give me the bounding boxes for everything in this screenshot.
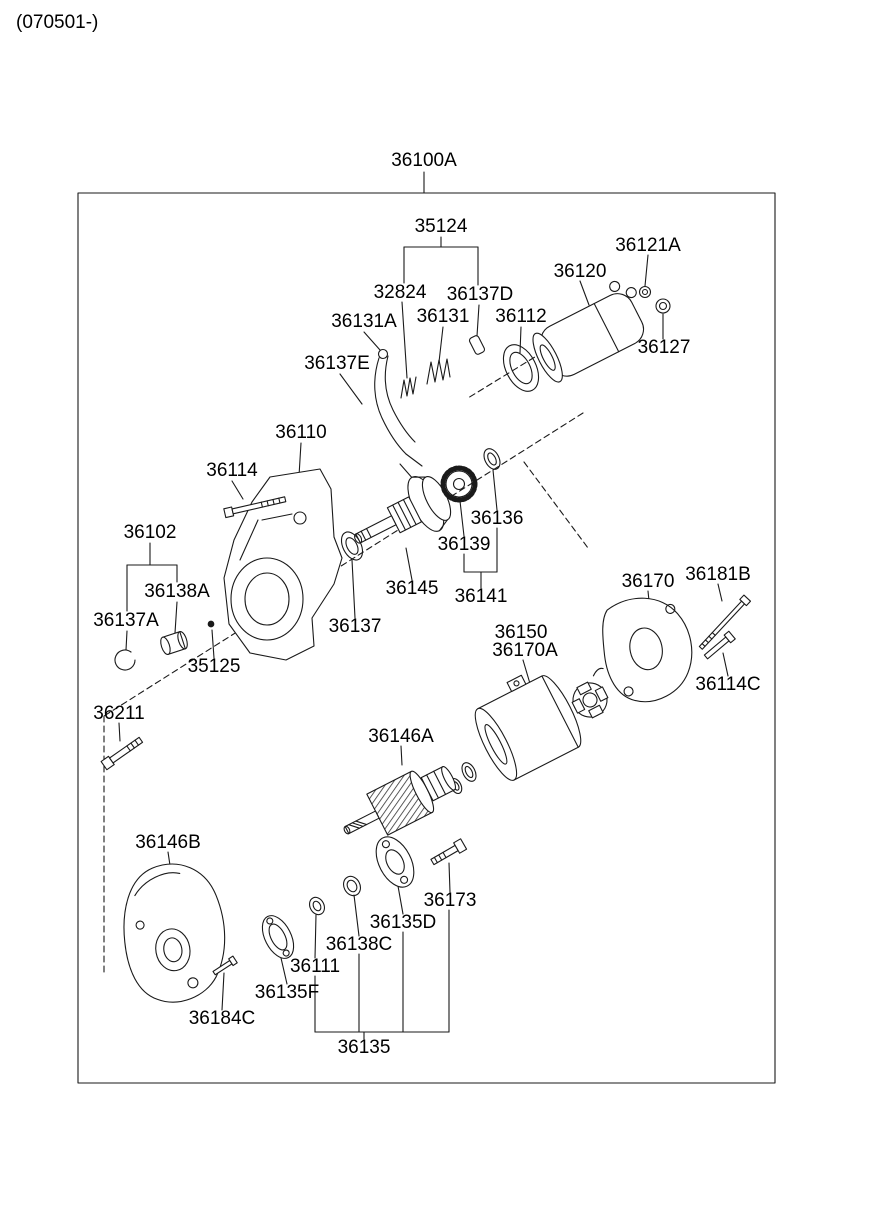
leader-line — [221, 972, 225, 1011]
part-ring-36138c — [342, 875, 362, 897]
leader-line — [448, 862, 451, 893]
part-pin — [207, 620, 215, 628]
leader-line — [401, 301, 408, 379]
part-screw-36184c — [212, 955, 238, 976]
part-solenoid — [532, 280, 645, 383]
parts-box-border — [77, 192, 776, 1084]
leader-line — [459, 500, 465, 537]
part-rear-bracket — [602, 597, 693, 703]
part-clutch-assembly — [354, 475, 452, 544]
part-lever-fork — [374, 348, 423, 481]
part-yoke — [474, 674, 582, 781]
leader-line — [174, 601, 178, 634]
leader-line — [519, 326, 522, 354]
part-end-plate — [375, 836, 415, 888]
leader-line — [722, 652, 729, 677]
model-year-code: (070501-) — [16, 12, 99, 33]
part-clip-36137d — [468, 335, 486, 355]
part-bushing — [160, 631, 188, 655]
axis-dashed-line — [103, 412, 584, 717]
leader-line — [400, 745, 403, 766]
leader-line — [351, 559, 356, 619]
leader-line — [717, 583, 723, 602]
leader-line — [363, 331, 381, 351]
leader-line — [125, 630, 128, 651]
part-spring-32824 — [400, 376, 417, 399]
leader-line — [280, 957, 288, 985]
part-washer-36111 — [308, 896, 326, 916]
leader-line — [644, 254, 649, 287]
part-bolt-36173 — [430, 838, 468, 866]
axis-dashed-line — [523, 461, 589, 549]
leader-line — [298, 442, 302, 477]
part-armature — [343, 766, 456, 836]
leader-line — [314, 914, 317, 959]
part-gasket — [261, 915, 295, 959]
leader-line — [231, 480, 244, 500]
part-nut-small — [638, 285, 652, 299]
part-gear — [440, 465, 478, 503]
part-bolt-36114c — [703, 630, 736, 660]
part-front-bracket — [223, 468, 343, 661]
leader-line — [492, 469, 498, 511]
part-snap-ring — [114, 649, 136, 671]
leader-line — [353, 894, 360, 937]
part-brush-holder — [571, 667, 609, 719]
part-ring-36136 — [483, 448, 501, 470]
part-rear-cover — [123, 863, 226, 1003]
part-bolt-36181b — [698, 594, 752, 650]
leader-line — [339, 373, 363, 405]
leader-line — [211, 629, 215, 659]
leader-line — [438, 326, 444, 363]
axis-dashed-line — [467, 351, 544, 399]
leader-line — [118, 722, 121, 742]
leader-line — [476, 304, 480, 337]
leader-line — [397, 885, 404, 915]
part-bolt-36114 — [223, 496, 287, 519]
leader-line — [405, 547, 413, 581]
leader-line — [579, 280, 590, 306]
part-nut-large — [655, 298, 671, 314]
part-bolt-36211 — [100, 736, 144, 771]
part-spring-36131 — [426, 358, 451, 385]
